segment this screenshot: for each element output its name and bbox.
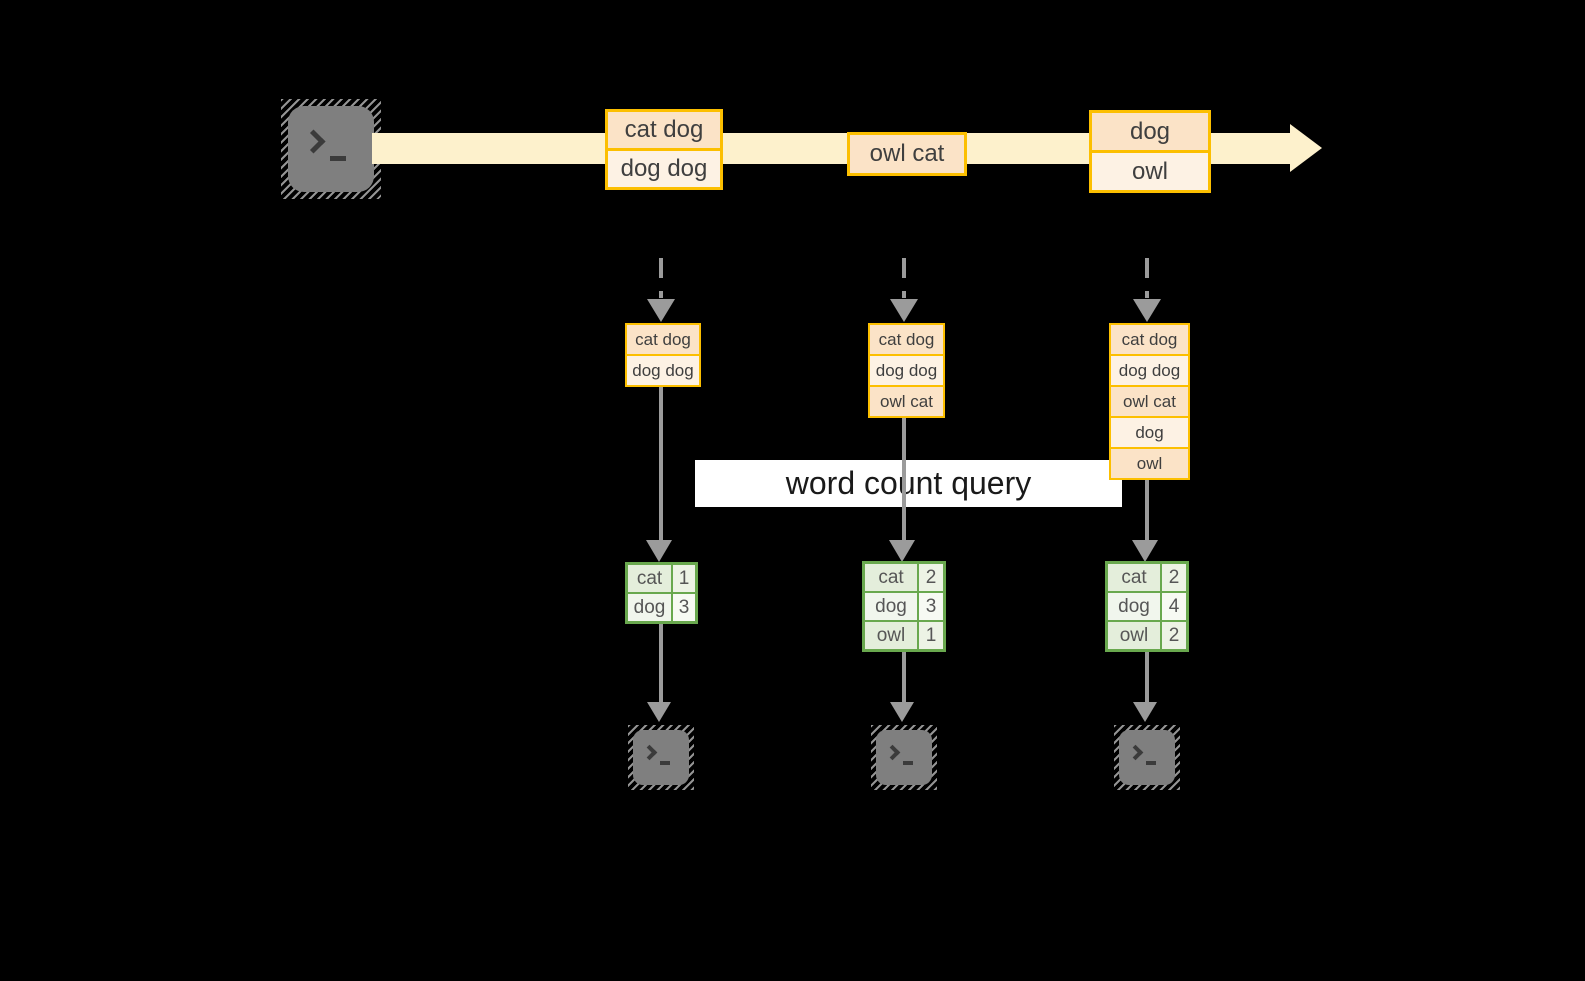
terminal-screen [1119,730,1175,785]
stream-record: dog dog [608,148,720,187]
flow-line [659,387,663,540]
prompt-chevron-icon [884,744,901,761]
down-arrow-icon [890,702,914,722]
prompt-cursor-icon [903,761,913,765]
terminal-screen [633,730,689,785]
count-table-3: cat 2 dog 4 owl 2 [1105,561,1189,652]
prompt-chevron-icon [301,129,326,154]
prompt-chevron-icon [641,744,658,761]
buffer-record: cat dog [627,325,699,354]
flow-line [1145,480,1149,540]
down-arrow-icon [1133,702,1157,722]
word-cell: cat [1108,564,1160,591]
stream-record: dog [1092,113,1208,150]
count-cell: 3 [919,593,943,620]
record-buffer-2: cat dog dog dog owl cat [868,323,945,418]
down-arrow-dashed-line [902,258,906,298]
terminal-screen [288,106,374,192]
down-arrow-icon [890,299,918,322]
buffer-record: owl cat [1111,385,1188,416]
prompt-cursor-icon [1146,761,1156,765]
buffer-record: cat dog [870,325,943,354]
down-arrow-icon [646,540,672,562]
terminal-sink-icon [628,725,694,790]
terminal-sink-icon [871,725,937,790]
count-cell: 1 [919,622,943,649]
terminal-sink-icon [1114,725,1180,790]
prompt-chevron-icon [1127,744,1144,761]
down-arrow-icon [1133,299,1161,322]
record-buffer-1: cat dog dog dog [625,323,701,387]
word-cell: cat [865,564,917,591]
flow-line [659,624,663,702]
down-arrow-icon [647,299,675,322]
count-cell: 2 [1162,622,1186,649]
word-cell: dog [865,593,917,620]
word-cell: owl [1108,622,1160,649]
word-cell: dog [1108,593,1160,620]
buffer-record: owl cat [870,385,943,416]
down-arrow-dashed-line [1145,258,1149,298]
buffer-record: dog [1111,416,1188,447]
terminal-screen [876,730,932,785]
record-buffer-3: cat dog dog dog owl cat dog owl [1109,323,1190,480]
stream-record: owl [1092,150,1208,190]
word-cell: cat [628,565,671,592]
right-arrow-icon [1290,124,1322,172]
down-arrow-dashed-line [659,258,663,298]
word-cell: owl [865,622,917,649]
stream-message-3: dog owl [1089,110,1211,193]
buffer-record: owl [1111,447,1188,478]
stream-record: owl cat [850,135,964,173]
count-table-1: cat 1 dog 3 [625,562,698,624]
count-cell: 3 [673,594,695,621]
prompt-cursor-icon [330,156,346,161]
stream-message-1: cat dog dog dog [605,109,723,190]
count-table-2: cat 2 dog 3 owl 1 [862,561,946,652]
down-arrow-icon [889,540,915,562]
buffer-record: dog dog [870,354,943,385]
stream-record: cat dog [608,112,720,148]
query-label: word count query [695,460,1122,507]
down-arrow-icon [647,702,671,722]
count-cell: 1 [673,565,695,592]
count-cell: 4 [1162,593,1186,620]
flow-line [1145,652,1149,702]
buffer-record: cat dog [1111,325,1188,354]
flow-line [902,418,906,540]
stream-message-2: owl cat [847,132,967,176]
count-cell: 2 [1162,564,1186,591]
buffer-record: dog dog [627,354,699,385]
flow-line [902,652,906,702]
buffer-record: dog dog [1111,354,1188,385]
terminal-source-icon [281,99,381,199]
down-arrow-icon [1132,540,1158,562]
count-cell: 2 [919,564,943,591]
word-cell: dog [628,594,671,621]
prompt-cursor-icon [660,761,670,765]
